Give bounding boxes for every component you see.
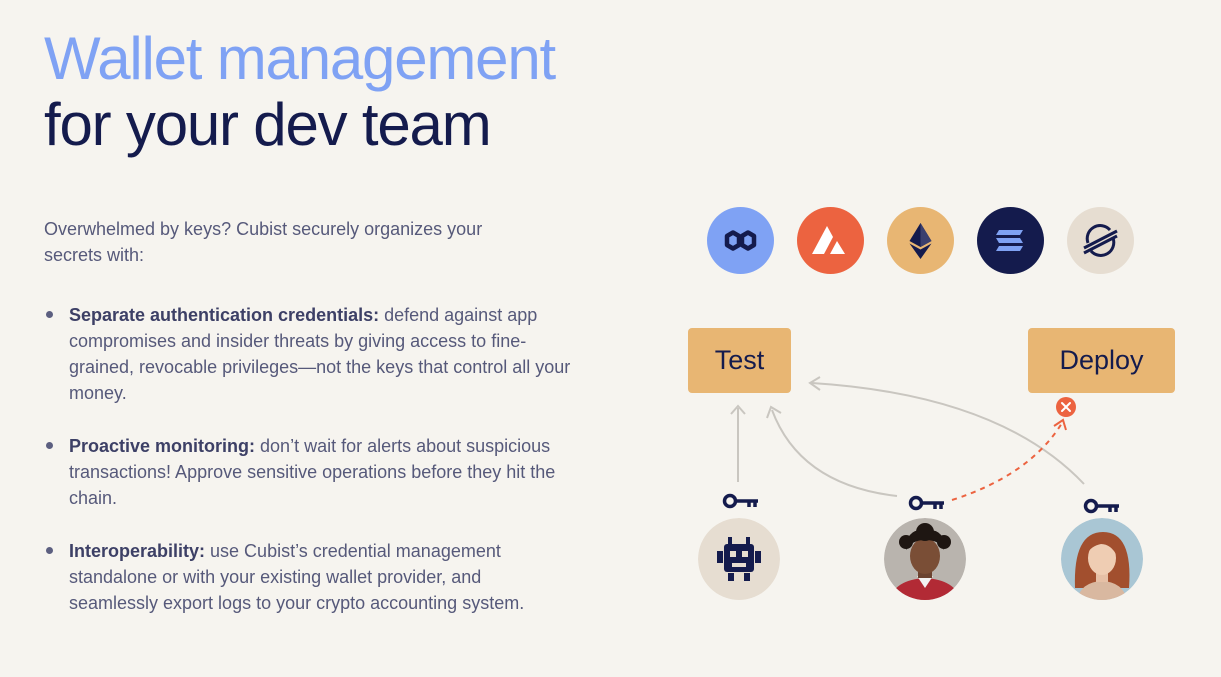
ethereum-icon — [887, 207, 954, 274]
feature-title: Interoperability: — [69, 541, 206, 561]
feature-title: Proactive monitoring: — [69, 436, 256, 456]
feature-list: Separate authentication credentials: def… — [44, 302, 574, 643]
headline-line-1: Wallet management — [44, 25, 556, 92]
key-icon — [908, 495, 946, 516]
bullet-icon — [46, 547, 53, 554]
robot-icon — [698, 518, 780, 600]
feature-text: don’t wait for alerts about suspicious t… — [69, 436, 556, 508]
intro-text: Overwhelmed by keys? Cubist securely org… — [44, 219, 483, 265]
avalanche-icon — [797, 207, 864, 274]
feature-item: Proactive monitoring: don’t wait for ale… — [44, 433, 574, 511]
feature-text: use Cubist’s credential management stand… — [69, 541, 525, 613]
feature-item: Separate authentication credentials: def… — [44, 302, 574, 406]
feature-title: Separate authentication credentials: — [69, 305, 380, 325]
blocked-icon — [1055, 396, 1077, 418]
feature-text: defend against app compromises and insid… — [69, 305, 571, 403]
deploy-box: Deploy — [1028, 328, 1175, 393]
key-icon — [722, 493, 760, 514]
stellar-icon — [1067, 207, 1134, 274]
solana-icon — [977, 207, 1044, 274]
headline-line-2: for your dev team — [44, 91, 492, 158]
polygon-icon — [707, 207, 774, 274]
feature-item: Interoperability: use Cubist’s credentia… — [44, 538, 574, 616]
developer-avatar — [1061, 518, 1143, 600]
test-box: Test — [688, 328, 791, 393]
developer-avatar — [884, 518, 966, 600]
bullet-icon — [46, 311, 53, 318]
key-icon — [1083, 498, 1121, 519]
bullet-icon — [46, 442, 53, 449]
headline: Wallet management for your dev team — [44, 25, 556, 158]
